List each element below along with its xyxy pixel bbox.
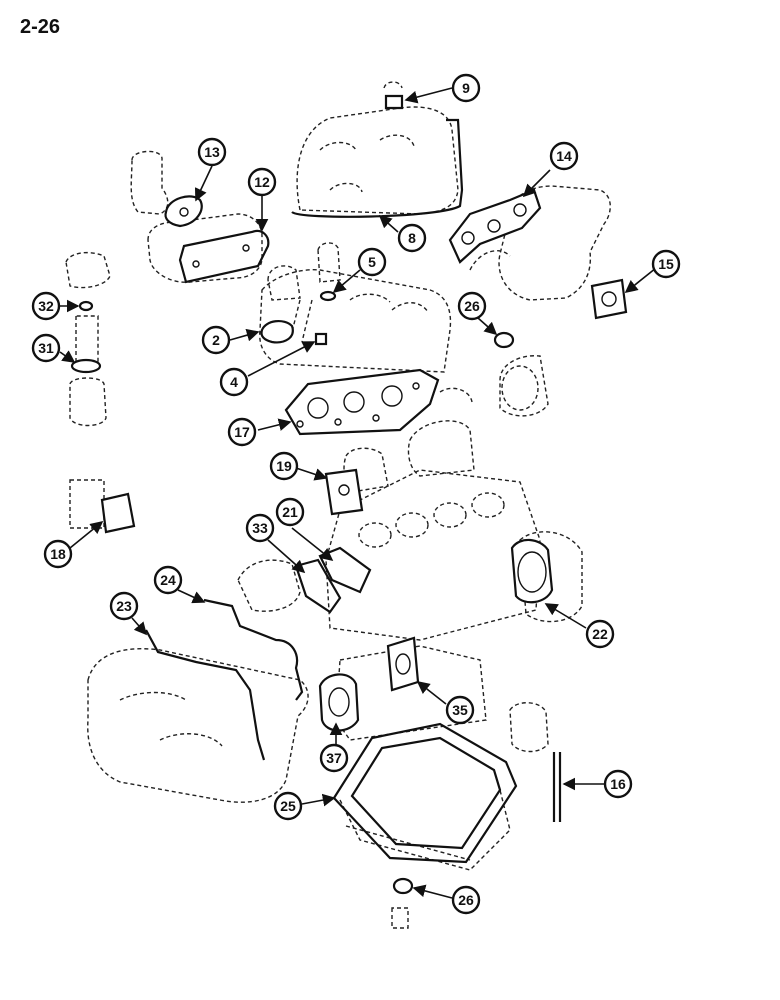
- svg-text:21: 21: [282, 504, 298, 520]
- callout-9: 9: [451, 73, 481, 103]
- svg-text:23: 23: [116, 598, 132, 614]
- callout-18: 18: [43, 539, 73, 569]
- callout-8: 8: [397, 223, 427, 253]
- callout-26-upper: 26: [457, 291, 487, 321]
- callout-16: 16: [603, 769, 633, 799]
- part-8-valve-cover-gasket: [291, 118, 464, 218]
- svg-text:25: 25: [280, 798, 296, 814]
- svg-text:31: 31: [38, 340, 54, 356]
- svg-text:13: 13: [204, 144, 220, 160]
- leader-lines: [59, 87, 657, 899]
- callout-26-lower: 26: [451, 885, 481, 915]
- callout-21: 21: [275, 497, 305, 527]
- callout-31: 31: [31, 333, 61, 363]
- svg-text:12: 12: [254, 174, 270, 190]
- gasket-parts: [70, 94, 628, 895]
- callout-25: 25: [273, 791, 303, 821]
- part-2-gasket: [260, 320, 294, 344]
- svg-text:35: 35: [452, 702, 468, 718]
- svg-text:2: 2: [212, 332, 220, 348]
- svg-text:33: 33: [252, 520, 268, 536]
- svg-text:37: 37: [326, 750, 342, 766]
- part-31-o-ring: [70, 358, 102, 374]
- svg-text:19: 19: [276, 458, 292, 474]
- svg-text:26: 26: [458, 892, 474, 908]
- callout-4: 4: [219, 367, 249, 397]
- callouts: 9 13 12 14 8 5 15 32 26 2 31 4 17 19 21 …: [31, 73, 681, 915]
- callout-5: 5: [357, 247, 387, 277]
- svg-text:26: 26: [464, 298, 480, 314]
- part-5-seal: [319, 290, 337, 302]
- callout-23: 23: [109, 591, 139, 621]
- callout-2: 2: [201, 325, 231, 355]
- svg-text:15: 15: [658, 256, 674, 272]
- callout-22: 22: [585, 619, 615, 649]
- svg-text:24: 24: [160, 572, 176, 588]
- part-18-gasket: [100, 492, 136, 534]
- svg-text:8: 8: [408, 230, 416, 246]
- svg-text:9: 9: [462, 80, 470, 96]
- callout-15: 15: [651, 249, 681, 279]
- part-9-seal: [384, 94, 404, 110]
- part-25-oil-pan-gasket: [332, 722, 518, 864]
- part-26-seal-upper: [493, 331, 515, 349]
- callout-33: 33: [245, 513, 275, 543]
- svg-text:14: 14: [556, 148, 572, 164]
- page-number: 2-26: [20, 16, 61, 38]
- part-24-gasket: [203, 598, 304, 701]
- callout-17: 17: [227, 417, 257, 447]
- svg-text:22: 22: [592, 626, 608, 642]
- callout-12: 12: [247, 167, 277, 197]
- svg-text:18: 18: [50, 546, 66, 562]
- part-16-stud: [552, 752, 562, 822]
- callout-14: 14: [549, 141, 579, 171]
- callout-24: 24: [153, 565, 183, 595]
- part-4-plug: [314, 332, 328, 346]
- part-33-gasket: [294, 558, 342, 614]
- part-26-seal-lower: [392, 877, 414, 895]
- svg-text:4: 4: [230, 374, 238, 390]
- callout-13: 13: [197, 137, 227, 167]
- callout-32: 32: [31, 291, 61, 321]
- svg-text:16: 16: [610, 776, 626, 792]
- callout-19: 19: [269, 451, 299, 481]
- part-32-o-ring: [78, 300, 94, 312]
- callout-35: 35: [445, 695, 475, 725]
- svg-text:32: 32: [38, 298, 54, 314]
- part-12-intake-gasket: [178, 229, 270, 284]
- part-23-gasket: [145, 629, 266, 761]
- callout-37: 37: [319, 743, 349, 773]
- svg-text:5: 5: [368, 254, 376, 270]
- part-21-gasket: [318, 546, 372, 594]
- svg-text:17: 17: [234, 424, 250, 440]
